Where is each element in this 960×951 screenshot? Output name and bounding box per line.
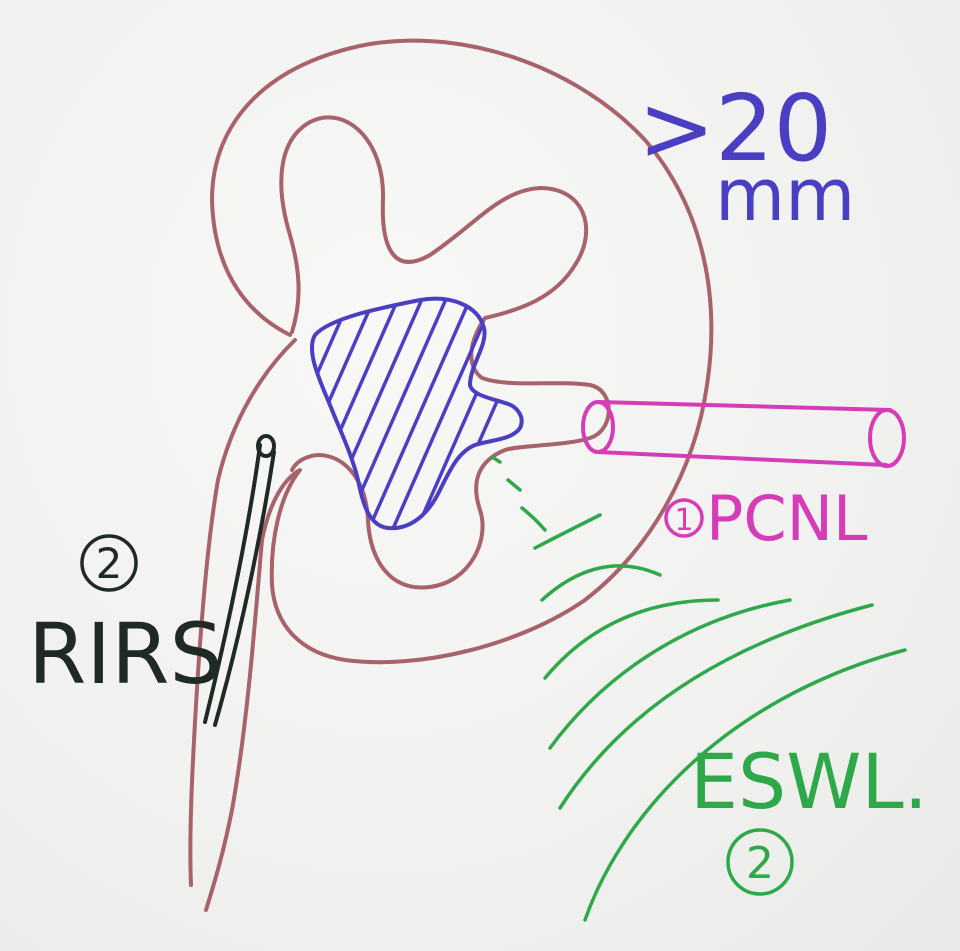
kidney-stone (309, 296, 524, 531)
stone-unit-label: mm (715, 153, 855, 237)
pcnl-label: PCNL (706, 482, 868, 555)
eswl-number-circle (726, 828, 794, 896)
pcnl-number: 1 (674, 503, 693, 538)
stone-size-label: >20 (638, 75, 832, 182)
pcnl-label-group: 1 PCNL (664, 482, 868, 555)
ureter-outer-wall (188, 338, 297, 887)
rirs-ureteroscope (203, 434, 276, 727)
pcnl-number-circle (664, 498, 704, 538)
eswl-number: 2 (746, 838, 774, 889)
stone-hatch-line (410, 298, 522, 529)
stone-hatch-line (386, 298, 500, 529)
stone-hatch-line (434, 298, 522, 529)
rirs-label: RIRS (28, 605, 223, 703)
rirs-number-circle (80, 534, 138, 592)
pcnl-tube (581, 400, 906, 468)
stone-hatch-line (362, 298, 476, 529)
rirs-label-group: 2 RIRS (28, 534, 223, 703)
kidney-outer-outline (204, 38, 714, 912)
eswl-label: ESWL. (690, 737, 928, 826)
stone-hatch-line (311, 298, 356, 529)
rirs-number: 2 (96, 539, 123, 588)
eswl-label-group: ESWL. 2 (690, 737, 928, 896)
eswl-shockwaves (490, 455, 907, 922)
stone-hatch-line (311, 298, 404, 529)
